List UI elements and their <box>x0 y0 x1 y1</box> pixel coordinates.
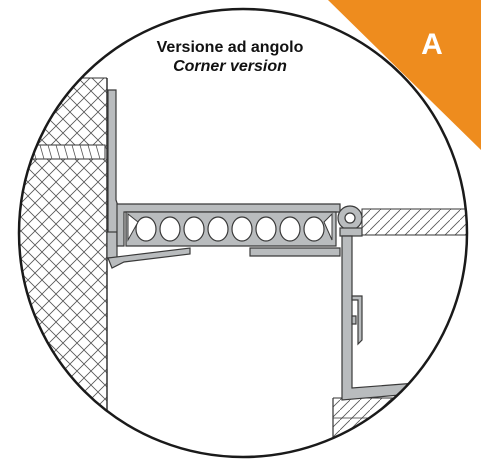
title-main: Versione ad angolo <box>156 39 304 56</box>
base-plate <box>107 203 341 269</box>
badge-letter: A <box>421 28 443 61</box>
left-wall <box>19 77 108 457</box>
anchor-bolt <box>29 144 106 160</box>
floor-slab <box>361 208 467 236</box>
title-block: Versione ad angolo Corner version <box>130 38 330 76</box>
title-sub: Corner version <box>173 58 287 75</box>
lower-block <box>332 397 467 457</box>
rubber-insert <box>125 211 337 247</box>
badge-corner <box>328 0 481 150</box>
detail-circle <box>17 7 469 459</box>
right-profile <box>337 205 467 401</box>
